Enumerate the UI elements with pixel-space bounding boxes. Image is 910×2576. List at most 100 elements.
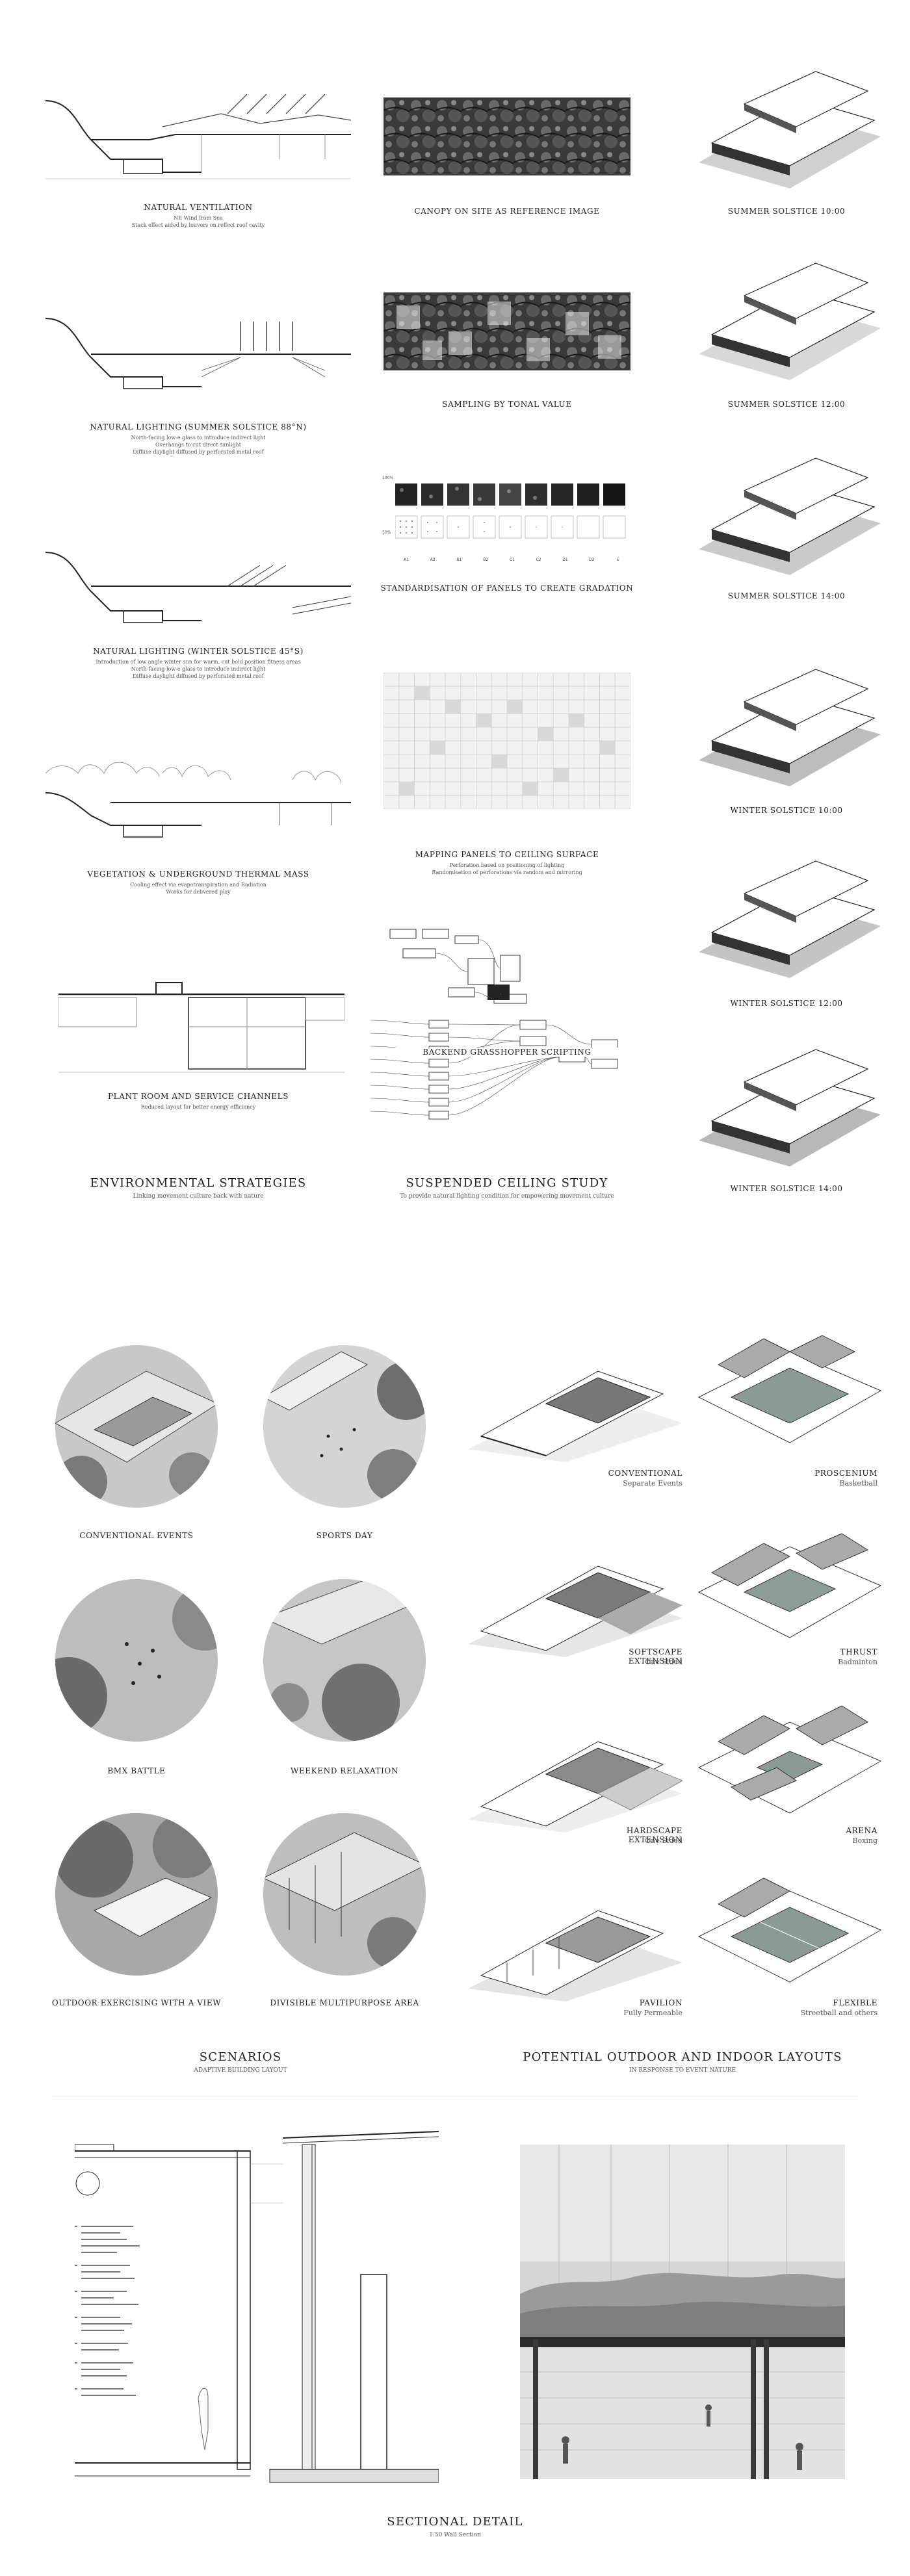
env-title-summer: NATURAL LIGHTING (SUMMER SOLSTICE 88°N)	[90, 422, 307, 431]
ceiling-heading: SUSPENDED CEILING STUDY	[406, 1176, 608, 1190]
solstice-axon-summer-14	[699, 457, 881, 575]
scenario-label-3: BMX BATTLE	[107, 1766, 166, 1775]
indoor-sub-4: Streetball and others	[800, 2009, 878, 2017]
scenario-circle-outdoor	[55, 1813, 218, 1976]
indoor-title-2: THRUST	[840, 1647, 878, 1656]
solstice-axon-winter-10	[699, 669, 881, 786]
plant-room-section-drawing	[58, 982, 344, 1073]
panel-label-e: E	[617, 558, 619, 562]
outdoor-title-4: PAVILION	[639, 1998, 682, 2007]
ceiling-sub-mapping-1: Perforation based on positioning of ligh…	[449, 862, 565, 868]
env-sub-vegetation-2: Works for delivered play	[166, 889, 231, 895]
solstice-label-2: SUMMER SOLSTICE 12:00	[727, 400, 846, 409]
grasshopper-script-diagram: .	[370, 929, 618, 1120]
row-label-top: 100%	[382, 476, 394, 480]
ceiling-sub-mapping-2: Randomisation of perforations via random…	[432, 869, 582, 875]
outdoor-title-3: HARDSCAPE EXTENSION	[626, 1826, 682, 1844]
env-sub-plant-room-1: Reduced layout for better energy efficie…	[140, 1104, 256, 1110]
wall-section-legend	[75, 2226, 159, 2421]
env-sub-summer-1: North-facing low-e glass to introduce in…	[131, 435, 266, 441]
solstice-label-6: WINTER SOLSTICE 14:00	[730, 1184, 843, 1193]
env-sub-winter-2: North-facing low-e glass to introduce in…	[131, 666, 266, 672]
ceiling-title-standardisation: STANDARDISATION OF PANELS TO CREATE GRAD…	[380, 584, 634, 593]
outdoor-axon-pavilion	[468, 1910, 682, 2002]
solstice-label-1: SUMMER SOLSTICE 10:00	[727, 207, 846, 216]
solstice-label-3: SUMMER SOLSTICE 14:00	[727, 591, 846, 600]
scenario-label-2: SPORTS DAY	[316, 1531, 373, 1540]
env-sub-winter-3: Diffuse daylight diffused by perforated …	[133, 673, 264, 679]
env-title-vegetation: VEGETATION & UNDERGROUND THERMAL MASS	[87, 869, 309, 879]
env-title-ventilation: NATURAL VENTILATION	[144, 203, 253, 212]
env-sub-summer-3: Diffuse daylight diffused by perforated …	[133, 449, 264, 455]
ventilation-section-drawing	[46, 94, 351, 179]
indoor-sub-2: Badminton	[838, 1658, 878, 1666]
ceiling-title-sampling: SAMPLING BY TONAL VALUE	[442, 400, 572, 409]
indoor-title-3: ARENA	[846, 1826, 878, 1835]
panel-label-a1: A1	[404, 558, 409, 562]
ceiling-subheading: To provide natural lighting condition fo…	[400, 1193, 614, 1200]
outdoor-sub-2: One Sided	[645, 1658, 682, 1666]
outdoor-sub-4: Fully Permeable	[623, 2009, 682, 2017]
scenario-circle-weekend	[263, 1579, 426, 1742]
ceiling-title-canopy: CANOPY ON SITE AS REFERENCE IMAGE	[414, 207, 600, 216]
env-sub-ventilation-1: NE Wind from Sea	[174, 215, 223, 221]
scenario-label-6: DIVISIBLE MULTIPURPOSE AREA	[270, 1998, 419, 2007]
scenarios-subheading: ADAPTIVE BUILDING LAYOUT	[194, 2067, 287, 2074]
indoor-title-1: PROSCENIUM	[814, 1469, 878, 1478]
scenario-label-1: CONVENTIONAL EVENTS	[79, 1531, 194, 1540]
env-heading: ENVIRONMENTAL STRATEGIES	[90, 1176, 307, 1190]
scenario-circle-divisible	[263, 1813, 426, 1976]
solstice-axon-summer-12	[699, 263, 881, 380]
wall-section-drawing	[75, 2131, 439, 2483]
outdoor-sub-3: One Sided	[645, 1836, 682, 1845]
indoor-sub-1: Basketball	[839, 1479, 878, 1488]
outdoor-axon-hardscape	[468, 1741, 682, 1833]
ceiling-title-grasshopper: BACKEND GRASSHOPPER SCRIPTING	[377, 1048, 637, 1057]
scenario-label-4: WEEKEND RELAXATION	[291, 1766, 398, 1775]
scenarios-heading: SCENARIOS	[199, 2050, 282, 2064]
indoor-axon-proscenium	[697, 1335, 882, 1443]
outdoor-title-1: CONVENTIONAL	[608, 1469, 682, 1478]
env-sub-vegetation-1: Cooling effect via evapotranspiration an…	[130, 882, 266, 888]
indoor-axon-flexible	[697, 1877, 882, 1983]
env-subheading: Linking movement culture back with natur…	[133, 1193, 264, 1200]
panel-standardisation-grid: 100% 50%	[382, 474, 636, 572]
row-label-bottom: 50%	[382, 530, 391, 535]
vegetation-section-drawing	[46, 762, 351, 838]
solstice-axon-summer-10	[699, 71, 881, 188]
panel-labels-row: A1 A2 B1 B2 C1 C2 D1 D2 E	[395, 558, 629, 562]
panel-label-d1: D1	[562, 558, 568, 562]
layouts-heading: POTENTIAL OUTDOOR AND INDOOR LAYOUTS	[523, 2050, 842, 2064]
scenario-label-5: OUTDOOR EXERCISING WITH A VIEW	[51, 1998, 222, 2007]
indoor-sub-3: Boxing	[852, 1836, 878, 1845]
layouts-subheading: IN RESPONSE TO EVENT NATURE	[629, 2067, 736, 2074]
panel-label-b1: B1	[456, 558, 462, 562]
env-sub-winter-1: Introduction of low angle winter sun for…	[96, 659, 301, 665]
outdoor-title-2: SOFTSCAPE EXTENSION	[628, 1647, 682, 1666]
solstice-label-5: WINTER SOLSTICE 12:00	[730, 999, 843, 1008]
env-title-winter: NATURAL LIGHTING (WINTER SOLSTICE 45°S)	[93, 647, 304, 656]
interior-perspective-render	[520, 2145, 845, 2479]
ceiling-mapping-grid	[384, 673, 630, 809]
panel-label-b2: B2	[483, 558, 489, 562]
solstice-axon-winter-14	[699, 1049, 881, 1166]
indoor-axon-thrust	[697, 1533, 882, 1638]
solstice-label-4: WINTER SOLSTICE 10:00	[730, 806, 843, 815]
scenario-circle-sports-day	[263, 1345, 426, 1508]
panel-label-c2: C2	[536, 558, 541, 562]
solstice-axon-winter-12	[699, 860, 881, 978]
indoor-title-4: FLEXIBLE	[833, 1998, 878, 2007]
svg-text:.: .	[500, 992, 501, 996]
env-sub-summer-2: Overhangs to cut direct sunlight	[155, 442, 241, 448]
panel-label-a2: A2	[430, 558, 436, 562]
outdoor-axon-softscape	[468, 1565, 682, 1657]
indoor-axon-arena	[697, 1705, 882, 1814]
outdoor-sub-1: Separate Events	[623, 1479, 682, 1488]
summer-lighting-section-drawing	[46, 318, 351, 389]
scenario-circle-conventional	[55, 1345, 218, 1508]
ceiling-title-mapping: MAPPING PANELS TO CEILING SURFACE	[415, 850, 599, 859]
env-title-plant-room: PLANT ROOM AND SERVICE CHANNELS	[107, 1092, 289, 1101]
outdoor-axon-conventional	[468, 1371, 682, 1462]
section-heading: SECTIONAL DETAIL	[387, 2515, 523, 2529]
scenario-circle-bmx	[55, 1579, 218, 1742]
